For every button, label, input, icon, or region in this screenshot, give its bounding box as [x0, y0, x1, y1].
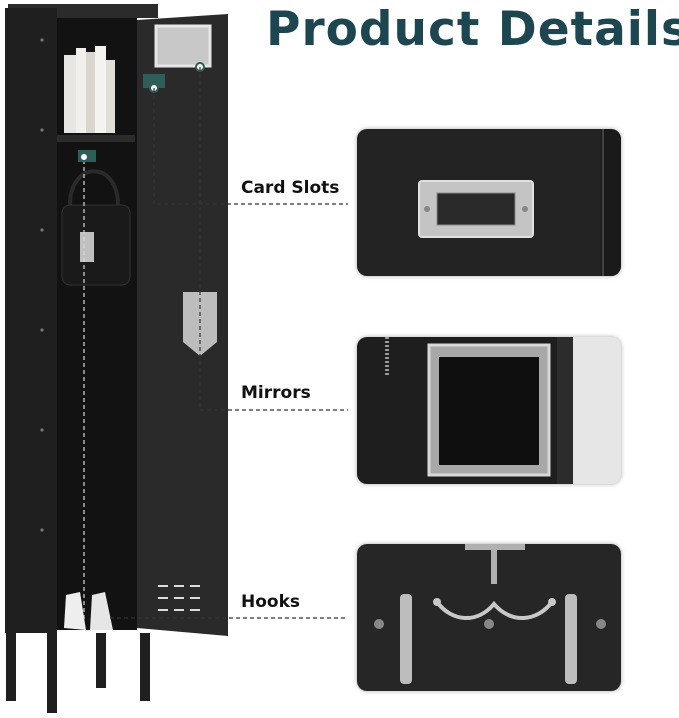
- locker-shelf: [57, 135, 135, 142]
- door-vents: [158, 585, 200, 611]
- marker-dot: [79, 152, 89, 162]
- locker-leg: [96, 633, 106, 688]
- shoe: [64, 592, 86, 630]
- handbag-buckle: [80, 232, 94, 262]
- book: [106, 60, 115, 133]
- handbag: [61, 204, 131, 286]
- door-card-slot: [143, 74, 165, 88]
- card-slot-detail-image: [357, 129, 621, 276]
- hooks-detail-image: [357, 544, 621, 691]
- locker-leg: [47, 633, 57, 713]
- callout-card-slots: Card Slots: [241, 178, 340, 198]
- callout-mirrors: Mirrors: [241, 383, 311, 403]
- mirror-detail-image: [357, 337, 621, 484]
- shoe: [90, 592, 113, 630]
- marker-dot: [149, 83, 159, 93]
- callout-hooks: Hooks: [241, 592, 301, 612]
- locker-side-panel: [5, 8, 57, 633]
- handbag-strap: [68, 169, 120, 206]
- book: [95, 46, 106, 133]
- double-hook: [435, 600, 554, 620]
- page-title: Product Details: [266, 2, 679, 57]
- side-hook-right: [565, 594, 577, 684]
- marker-dot: [195, 62, 205, 72]
- door-mirror: [154, 24, 212, 68]
- locker-illustration: [5, 4, 228, 713]
- book: [76, 48, 86, 133]
- locker-leg: [6, 633, 16, 701]
- door-latch: [183, 292, 217, 342]
- book: [64, 55, 76, 133]
- book: [86, 52, 95, 133]
- side-hook-left: [400, 594, 412, 684]
- locker-leg: [140, 633, 150, 701]
